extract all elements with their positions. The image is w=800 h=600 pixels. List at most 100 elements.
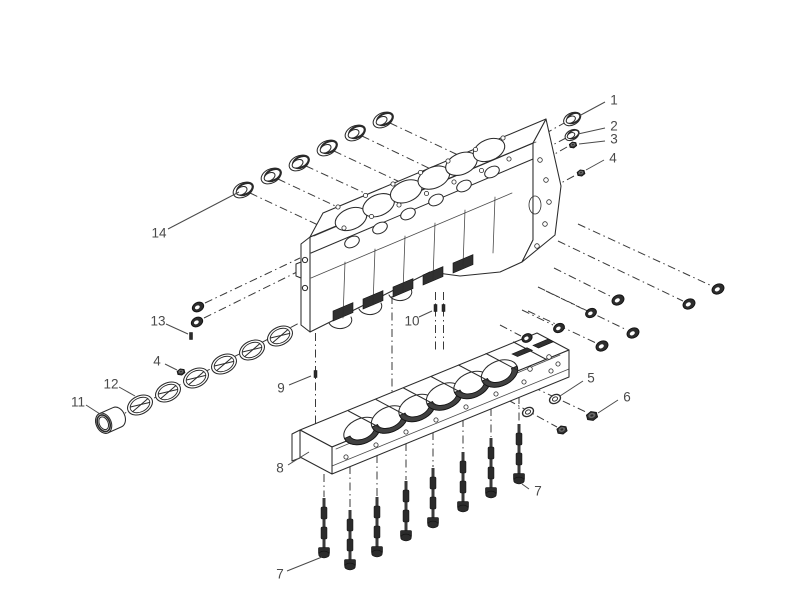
gallery-plug-part [682, 298, 696, 310]
left-end-bosses [295, 256, 309, 292]
gallery-plug-part [521, 333, 533, 343]
callout-4: 4 [153, 354, 178, 371]
main-bearing-bolt-part [485, 438, 497, 499]
callout-leader-line [164, 363, 178, 371]
callout-1: 1 [578, 93, 618, 117]
slotted-plug-part [267, 325, 293, 347]
callout-number: 4 [609, 151, 617, 166]
callout-number: 3 [610, 132, 618, 147]
crankcase-left-foot [291, 429, 301, 462]
callout-8: 8 [276, 451, 310, 476]
callout-number: 4 [153, 354, 161, 369]
front-face-ribs [342, 196, 496, 319]
assembly-axis-line [204, 257, 301, 304]
callout-number: 12 [103, 377, 118, 392]
main-bearing-bolt-part [513, 424, 525, 485]
crankcase-ledge [511, 338, 561, 372]
callout-number: 7 [534, 484, 542, 499]
callout-number: 14 [151, 226, 167, 241]
callout-number: 13 [150, 314, 165, 329]
cup-plug-part [564, 128, 580, 142]
sealing-washer-part [548, 393, 562, 405]
cup-plug-part [372, 111, 394, 129]
callout-5: 5 [559, 371, 595, 397]
assembly-axis-line [557, 240, 684, 302]
callout-12: 12 [103, 377, 136, 397]
callout-3: 3 [578, 132, 618, 147]
cylinder-bores [334, 137, 506, 232]
gallery-plug-part [711, 283, 725, 295]
assembly-axis-line [305, 165, 409, 214]
assembly-axis-line [499, 324, 522, 337]
main-bearing-bolt-part [371, 497, 383, 558]
sealing-washer-part [521, 406, 535, 418]
cup-plug-part [260, 167, 282, 185]
callout-leader-line [165, 323, 189, 335]
cylinder-block-drawing [295, 118, 562, 333]
assembly-axis-line [277, 178, 381, 228]
callout-14: 14 [151, 191, 240, 241]
gallery-plug-part [190, 316, 204, 328]
assembly-axis-line [521, 309, 554, 326]
core-plug-holes [344, 165, 500, 249]
slotted-plug-part [183, 367, 209, 389]
main-bearing-bolt-part [400, 481, 412, 542]
main-bearing-saddles [343, 359, 519, 446]
callout-leader-line [559, 380, 584, 397]
callout-number: 5 [587, 371, 595, 386]
nut-part [576, 169, 586, 177]
assembly-axis-line [553, 267, 613, 298]
cup-plug-part [316, 139, 338, 157]
assembly-axis-line [203, 271, 298, 319]
assembly-axis-line [249, 192, 353, 242]
cup-plug-part [288, 154, 310, 172]
dowel-pin-part [441, 304, 446, 312]
main-bearing-bolt-part [427, 468, 439, 529]
assembly-axis-line [333, 150, 437, 200]
callout-10: 10 [404, 310, 433, 329]
slotted-plug-part [239, 339, 265, 361]
cup-plug-part [563, 111, 582, 127]
callout-2: 2 [577, 119, 618, 135]
callout-6: 6 [597, 390, 631, 414]
nut-part [556, 425, 568, 435]
nut-part [176, 368, 186, 376]
bushing-part [95, 406, 126, 434]
main-bearing-bolt-part [344, 510, 356, 571]
callout-number: 1 [610, 93, 618, 108]
callout-number: 11 [71, 395, 85, 410]
assembly-axis-line [545, 290, 586, 311]
callout-leader-line [288, 375, 312, 386]
callout-leader-line [597, 399, 619, 414]
cup-plug-part [344, 124, 366, 142]
dowel-pin-part [313, 370, 318, 378]
deck-bolt-holes [335, 135, 512, 231]
gallery-plug-part [585, 307, 597, 319]
callout-leader-line [287, 451, 310, 466]
exploded-parts [95, 111, 725, 571]
gallery-plug-part [626, 327, 640, 339]
callout-number: 2 [610, 119, 618, 134]
slotted-plug-part [127, 394, 153, 416]
callout-leader-line [85, 404, 101, 415]
callout-leader-line [167, 191, 240, 230]
dowel-pin-part [433, 304, 438, 312]
block-bottom-saddles [328, 288, 413, 330]
callout-7: 7 [521, 484, 542, 499]
main-bearing-bolt-part [318, 498, 330, 559]
crankcase-front-holes [343, 368, 554, 460]
callout-leader-line [286, 556, 323, 572]
assembly-axis-line [577, 223, 713, 287]
assembly-axis-line [538, 146, 568, 164]
callout-9: 9 [277, 375, 312, 396]
assembly-axis-line [389, 122, 493, 172]
block-left-end-face [300, 236, 311, 333]
gallery-plug-part [611, 294, 625, 306]
main-bearing-bolt-part [457, 452, 469, 513]
callout-leader-line [578, 140, 606, 145]
callout-11: 11 [71, 395, 101, 415]
slotted-plug-part [211, 353, 237, 375]
